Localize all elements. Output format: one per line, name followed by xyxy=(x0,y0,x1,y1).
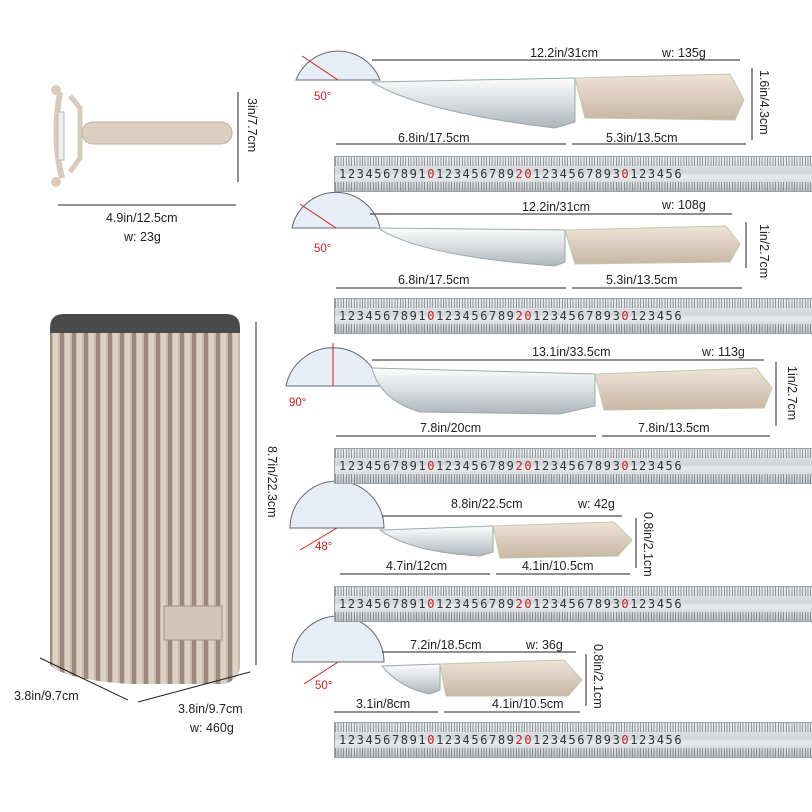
ruler-5-digits-a: 1234567891 xyxy=(339,733,428,747)
ruler-4-digits-d: 123456 xyxy=(630,597,684,611)
knife-5-blade-length: 3.1in/8cm xyxy=(356,697,411,711)
knife-1-weight: w: 135g xyxy=(662,46,706,60)
ruler-5: 123456789101234567892012345678930123456 xyxy=(334,722,812,758)
knife-3-blade-length: 7.8in/20cm xyxy=(420,421,482,435)
ruler-3-digits-a: 1234567891 xyxy=(339,459,428,473)
ruler-2-twenty: 20 xyxy=(515,309,534,323)
knife-1-total-length: 12.2in/31cm xyxy=(530,46,599,60)
ruler-4-digits-a: 1234567891 xyxy=(339,597,428,611)
knife-4-total-length: 8.8in/22.5cm xyxy=(451,497,523,511)
knife-1-height: 1.6in/4.3cm xyxy=(757,70,771,135)
knife-2-weight: w: 108g xyxy=(662,198,706,212)
ruler-1-ten: 0 xyxy=(427,167,437,181)
knife-2 xyxy=(291,191,741,267)
knife-5-handle-length: 4.1in/10.5cm xyxy=(492,697,564,711)
knife-5-height: 0.8in/2.1cm xyxy=(591,644,605,709)
ruler-1-digits-c: 1234567893 xyxy=(533,167,622,181)
knife-2-angle: 50° xyxy=(314,243,332,255)
block-width-label: 3.8in/9.7cm xyxy=(178,702,243,716)
block-depth-label: 3.8in/9.7cm xyxy=(14,689,79,703)
knife-1-angle: 50° xyxy=(314,91,332,103)
peeler-weight-label: w: 23g xyxy=(124,230,161,244)
peeler-length-label: 4.9in/12.5cm xyxy=(106,211,178,225)
ruler-4-twenty: 20 xyxy=(515,597,534,611)
ruler-3: 123456789101234567892012345678930123456 xyxy=(334,448,812,484)
knife-3-handle-length: 7.8in/13.5cm xyxy=(638,421,710,435)
ruler-1-digits-d: 123456 xyxy=(630,167,684,181)
knife-5-total-length: 7.2in/18.5cm xyxy=(410,638,482,652)
ruler-5-digits-b: 123456789 xyxy=(436,733,516,747)
knife-1-blade-length: 6.8in/17.5cm xyxy=(398,131,470,145)
knife-2-height: 1in/2.7cm xyxy=(757,224,771,279)
knife-block xyxy=(50,314,240,684)
knife-3-height: 1in/2.7cm xyxy=(785,366,799,421)
knife-2-total-length: 12.2in/31cm xyxy=(522,200,591,214)
block-weight-label: w: 460g xyxy=(190,721,234,735)
ruler-5-twenty: 20 xyxy=(515,733,534,747)
ruler-4-digits-b: 123456789 xyxy=(436,597,516,611)
ruler-4-digits-c: 1234567893 xyxy=(533,597,622,611)
knife-4-blade-length: 4.7in/12cm xyxy=(386,559,448,573)
peeler-height-label: 3in/7.7cm xyxy=(245,98,259,153)
peeler xyxy=(51,85,233,187)
knife-3-total-length: 13.1in/33.5cm xyxy=(532,345,611,359)
knife-1-handle-length: 5.3in/13.5cm xyxy=(606,131,678,145)
ruler-2-digits-b: 123456789 xyxy=(436,309,516,323)
block-height-label: 8.7in/22.3cm xyxy=(265,446,279,518)
ruler-4-ten: 0 xyxy=(427,597,437,611)
ruler-5-ten: 0 xyxy=(427,733,437,747)
ruler-2-digits-a: 1234567891 xyxy=(339,309,428,323)
ruler-3-thirty: 0 xyxy=(621,459,631,473)
knife-4-handle-length: 4.1in/10.5cm xyxy=(522,559,594,573)
ruler-5-digits-c: 1234567893 xyxy=(533,733,622,747)
ruler-1-thirty: 0 xyxy=(621,167,631,181)
ruler-2: 123456789101234567892012345678930123456 xyxy=(334,298,812,334)
knife-4-weight: w: 42g xyxy=(578,497,615,511)
ruler-3-digits-b: 123456789 xyxy=(436,459,516,473)
ruler-2-digits-d: 123456 xyxy=(630,309,684,323)
knife-1 xyxy=(295,50,745,129)
ruler-1-digits-b: 123456789 xyxy=(436,167,516,181)
knife-5 xyxy=(291,615,583,697)
knife-5-weight: w: 36g xyxy=(526,638,563,652)
ruler-1-digits-a: 1234567891 xyxy=(339,167,428,181)
ruler-1-twenty: 20 xyxy=(515,167,534,181)
ruler-3-digits-c: 1234567893 xyxy=(533,459,622,473)
knife-2-blade-length: 6.8in/17.5cm xyxy=(398,273,470,287)
ruler-1: 123456789101234567892012345678930123456 xyxy=(334,156,812,192)
ruler-3-twenty: 20 xyxy=(515,459,534,473)
ruler-2-ten: 0 xyxy=(427,309,437,323)
ruler-4: 123456789101234567892012345678930123456 xyxy=(334,586,812,622)
knife-2-handle-length: 5.3in/13.5cm xyxy=(606,273,678,287)
knife-4-angle: 48° xyxy=(315,541,333,553)
knife-3-angle: 90° xyxy=(289,397,307,409)
ruler-2-thirty: 0 xyxy=(621,309,631,323)
ruler-2-digits-c: 1234567893 xyxy=(533,309,622,323)
knife-4 xyxy=(289,480,633,559)
knife-3 xyxy=(285,343,773,415)
knife-4-height: 0.8in/2.1cm xyxy=(641,512,655,577)
knife-3-weight: w: 113g xyxy=(702,345,745,359)
ruler-3-digits-d: 123456 xyxy=(630,459,684,473)
ruler-5-digits-d: 123456 xyxy=(630,733,684,747)
ruler-5-thirty: 0 xyxy=(621,733,631,747)
ruler-3-ten: 0 xyxy=(427,459,437,473)
knife-5-angle: 50° xyxy=(315,680,333,692)
ruler-4-thirty: 0 xyxy=(621,597,631,611)
